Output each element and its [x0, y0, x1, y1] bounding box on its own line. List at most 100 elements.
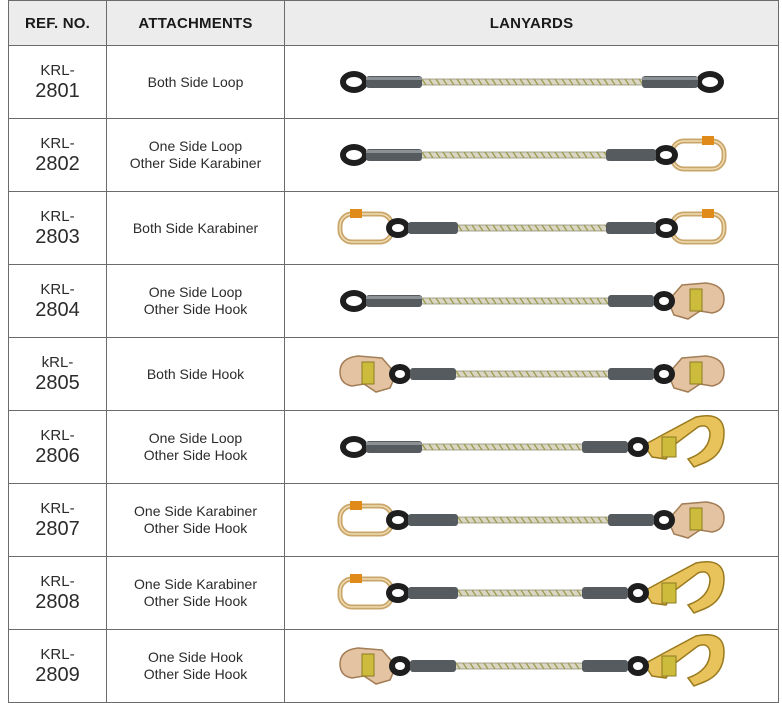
ref-number: 2809	[35, 663, 80, 686]
attachment-text: Both Side Karabiner	[132, 219, 259, 236]
attachment-text: Both Side Loop	[147, 73, 244, 90]
ref-no-cell: KRL-2804	[8, 264, 107, 338]
loop-end-icon	[339, 71, 422, 93]
ref-number: 2802	[35, 152, 80, 175]
header-attachments: ATTACHMENTS	[106, 0, 285, 46]
snap-hook-end-icon	[607, 282, 725, 320]
ref-number: 2803	[35, 225, 80, 248]
loop-end-icon	[339, 290, 422, 312]
rope	[419, 151, 608, 159]
karabiner-end-icon	[605, 136, 726, 172]
lanyard-image	[337, 501, 725, 539]
lanyard-image	[339, 415, 725, 468]
snap-hook-end-icon	[607, 501, 725, 539]
attachment-cell: Both Side Karabiner	[106, 191, 285, 265]
ref-prefix: KRL-	[40, 280, 75, 298]
header-row: REF. NO. ATTACHMENTS LANYARDS	[8, 0, 779, 46]
ref-prefix: KRL-	[40, 426, 75, 444]
attachment-text: One Side Loop	[148, 430, 243, 446]
lanyard-cell	[284, 191, 779, 265]
rope	[455, 516, 610, 524]
ref-no-cell: kRL-2805	[8, 337, 107, 411]
rope	[453, 370, 610, 378]
lanyard-cell	[284, 118, 779, 192]
ref-prefix: KRL-	[40, 572, 75, 590]
attachment-text: Other Side Hook	[143, 447, 248, 463]
ref-number: 2807	[35, 517, 80, 540]
ref-number: 2804	[35, 298, 80, 321]
karabiner-end-icon	[605, 209, 726, 245]
ref-no-cell: KRL-2802	[8, 118, 107, 192]
ref-number: 2806	[35, 444, 80, 467]
table-row: KRL-2803 Both Side Karabiner	[8, 191, 779, 265]
loop-end-icon	[339, 144, 422, 166]
attachment-text: Other Side Hook	[143, 666, 248, 682]
ref-no-cell: KRL-2809	[8, 629, 107, 703]
ref-prefix: KRL-	[40, 134, 75, 152]
attachment-text: Other Side Hook	[143, 301, 248, 317]
ref-no-cell: KRL-2808	[8, 556, 107, 630]
ref-number: 2801	[35, 79, 80, 102]
ref-no-cell: KRL-2803	[8, 191, 107, 265]
karabiner-end-icon	[337, 501, 458, 537]
ref-no-cell: KRL-2807	[8, 483, 107, 557]
snap-hook-end-icon	[607, 355, 725, 393]
header-ref-no: REF. NO.	[8, 0, 107, 46]
rope	[455, 224, 609, 232]
attachment-text: One Side Loop	[148, 138, 243, 154]
attachment-text: One Side Karabiner	[134, 576, 257, 592]
attachment-text: Other Side Hook	[143, 593, 248, 609]
lanyard-cell	[284, 629, 779, 703]
ref-prefix: KRL-	[40, 499, 75, 517]
ref-prefix: KRL-	[40, 645, 75, 663]
ref-prefix: kRL-	[41, 353, 74, 371]
lanyard-cell	[284, 556, 779, 630]
lanyard-cell	[284, 264, 779, 338]
scaffold-hook-end-icon	[581, 415, 725, 468]
loop-end-icon	[339, 436, 422, 458]
scaffold-hook-end-icon	[581, 561, 725, 614]
attachment-text: Both Side Hook	[146, 365, 245, 382]
ref-no-cell: KRL-2806	[8, 410, 107, 484]
ref-number: 2808	[35, 590, 80, 613]
attachment-text: One Side Hook	[148, 649, 243, 665]
table-row: kRL-2805 Both Side Hook	[8, 337, 779, 411]
rope	[419, 297, 610, 305]
lanyard-image	[339, 71, 724, 93]
ref-number: 2805	[35, 371, 80, 394]
attachment-cell: Both Side Hook	[106, 337, 285, 411]
lanyard-cell	[284, 337, 779, 411]
attachment-text: Other Side Karabiner	[129, 155, 262, 171]
rope	[455, 589, 584, 597]
rope	[453, 662, 584, 670]
lanyard-image	[339, 282, 725, 320]
karabiner-end-icon	[337, 574, 458, 610]
lanyard-cell	[284, 483, 779, 557]
karabiner-end-icon	[337, 209, 458, 245]
lanyard-image	[337, 561, 725, 614]
rope	[419, 78, 644, 86]
lanyard-cell	[284, 45, 779, 119]
snap-hook-end-icon	[338, 647, 456, 685]
header-lanyards: LANYARDS	[284, 0, 779, 46]
loop-end-icon	[641, 71, 724, 93]
attachment-text: One Side Karabiner	[134, 503, 257, 519]
lanyard-image	[338, 355, 725, 393]
scaffold-hook-end-icon	[581, 634, 725, 687]
attachment-text: Other Side Hook	[143, 520, 248, 536]
lanyard-image	[337, 209, 726, 245]
lanyard-image	[339, 136, 726, 172]
rope	[419, 443, 584, 451]
lanyard-image	[338, 634, 725, 687]
